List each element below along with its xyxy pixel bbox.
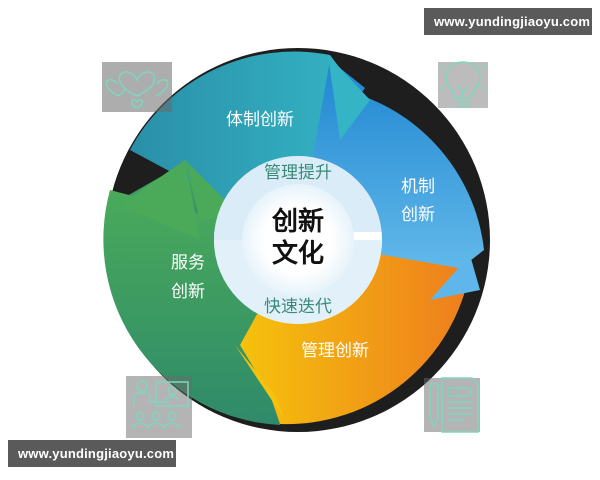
segment-label-top: 体制创新 [226,110,294,130]
segment-label-left-1: 服务 [171,253,205,273]
watermark-top: www.yundingjiaoyu.com [424,8,592,35]
hearts-icon [102,62,172,112]
center-circle [242,184,354,296]
lightbulb-icon [438,61,488,108]
center-title-line2: 文化 [272,238,324,269]
segment-label-left-2: 创新 [171,282,205,302]
arrow-head-bottom [235,345,285,420]
segment-label-bottom: 管理创新 [301,341,369,361]
center-title-line1: 创新 [271,206,324,237]
ring-label-bottom: 快速迭代 [264,297,332,317]
watermark-bottom: www.yundingjiaoyu.com [8,440,176,467]
arrow-head-top [328,55,370,140]
segment-label-right-2: 创新 [401,205,435,225]
segment-label-right-1: 机制 [401,177,435,197]
presentation-icon [126,376,192,438]
arrow-head-right [430,255,480,300]
document-pen-icon [424,377,480,433]
ring-label-top: 管理提升 [264,163,332,183]
